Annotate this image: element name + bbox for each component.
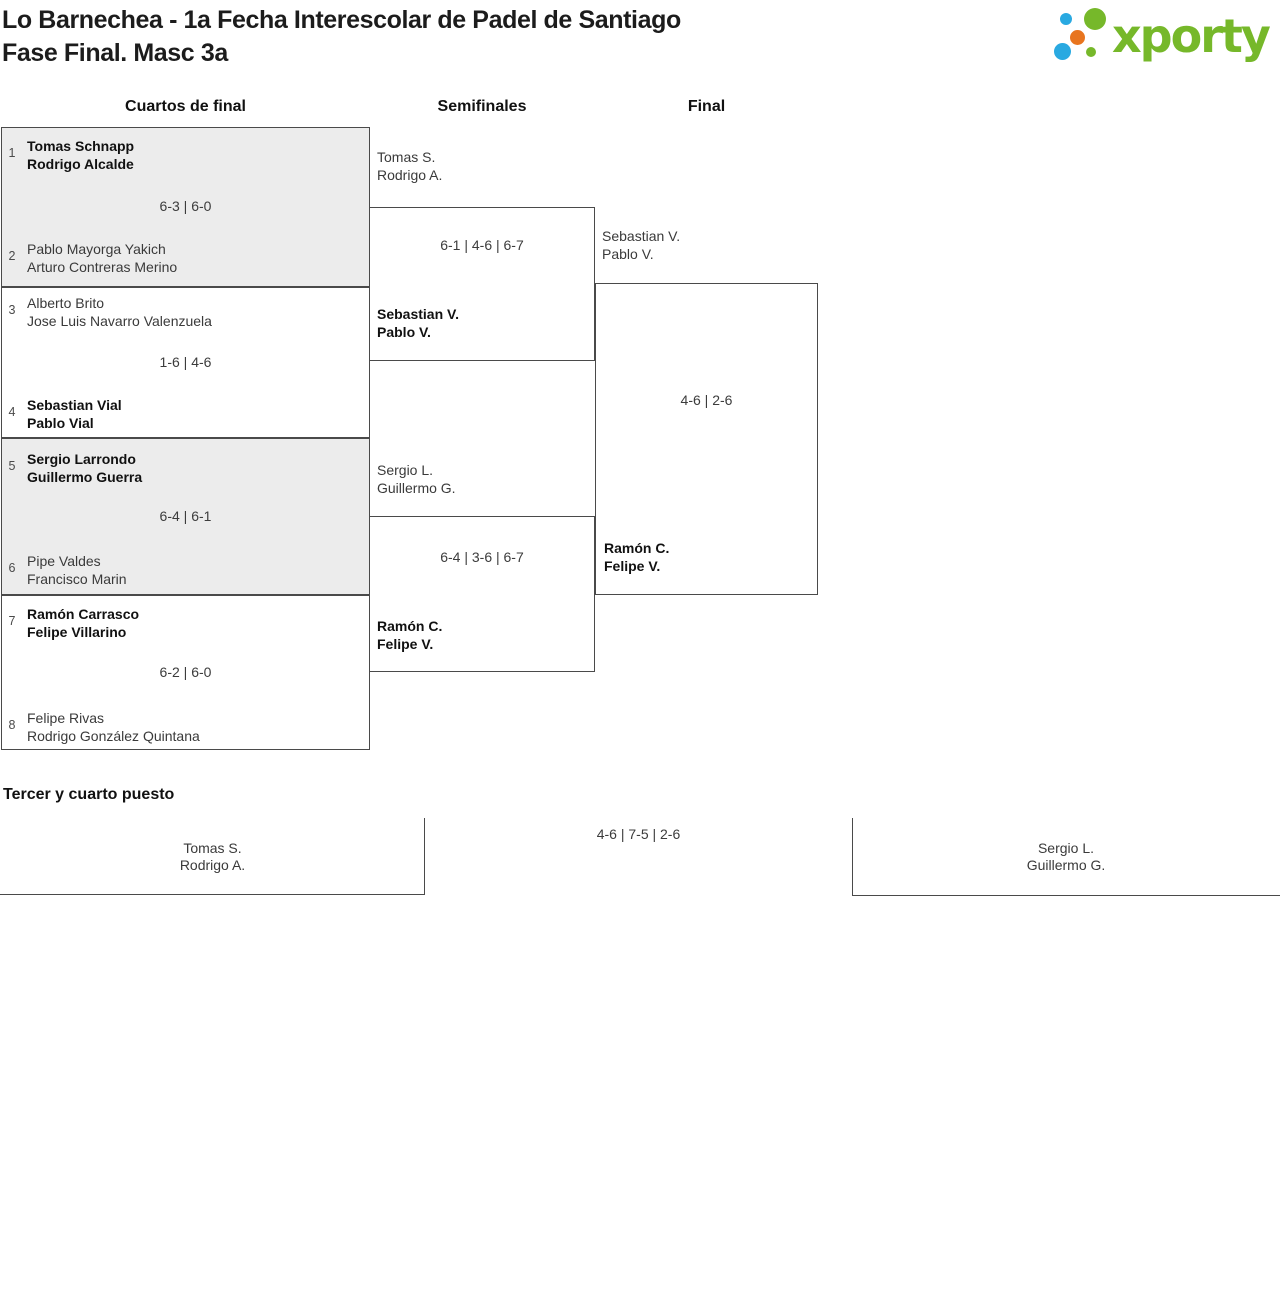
third-place-heading: Tercer y cuarto puesto — [3, 786, 175, 803]
team-name: Alberto Brito Jose Luis Navarro Valenzue… — [27, 294, 212, 330]
player-name: Pablo Vial — [27, 415, 94, 431]
player-name: Rodrigo Alcalde — [27, 156, 134, 172]
team-name: Sebastian Vial Pablo Vial — [27, 396, 122, 432]
player-name: Guillermo Guerra — [27, 469, 143, 485]
player-name: Pablo V. — [377, 324, 431, 340]
match-score: 6-4 | 3-6 | 6-7 — [440, 549, 524, 565]
player-name: Guillermo G. — [1026, 857, 1106, 873]
sf-match-box-2 — [369, 516, 595, 672]
player-name: Ramón C. — [377, 618, 443, 634]
player-name: Pablo Mayorga Yakich — [27, 241, 166, 257]
match-score: 4-6 | 2-6 — [680, 392, 733, 408]
player-name: Ramón C. — [604, 540, 670, 556]
player-name: Alberto Brito — [27, 295, 105, 311]
third-place-team-right: Sergio L. Guillermo G. — [852, 840, 1280, 874]
seed-number: 4 — [8, 405, 16, 419]
logo-dot-green-small-icon — [1086, 47, 1096, 57]
team-name: Felipe Rivas Rodrigo González Quintana — [27, 709, 200, 745]
seed-number: 2 — [8, 249, 16, 263]
match-score: 6-1 | 4-6 | 6-7 — [440, 237, 524, 253]
seed-number: 6 — [8, 561, 16, 575]
title-line-2: Fase Final. Masc 3a — [2, 39, 228, 67]
seed-number: 5 — [8, 459, 16, 473]
column-header-final: Final — [687, 98, 726, 115]
player-name: Sergio Larrondo — [27, 451, 136, 467]
player-name: Felipe Villarino — [27, 624, 127, 640]
logo-dot-blue-small-icon — [1060, 13, 1072, 25]
player-name: Arturo Contreras Merino — [27, 259, 178, 275]
player-name: Sergio L. — [377, 462, 434, 478]
player-name: Jose Luis Navarro Valenzuela — [27, 313, 212, 329]
team-name: Ramón C. Felipe V. — [377, 617, 442, 653]
player-name: Francisco Marin — [27, 571, 127, 587]
team-name: Pipe Valdes Francisco Marin — [27, 552, 127, 588]
player-name: Felipe V. — [377, 636, 434, 652]
column-header-quarterfinals: Cuartos de final — [125, 98, 246, 115]
team-name: Sebastian V. Pablo V. — [377, 305, 459, 341]
player-name: Guillermo G. — [377, 480, 456, 496]
third-place-team-left: Tomas S. Rodrigo A. — [0, 840, 425, 874]
seed-number: 3 — [8, 303, 16, 317]
team-name: Pablo Mayorga Yakich Arturo Contreras Me… — [27, 240, 177, 276]
team-name: Sergio Larrondo Guillermo Guerra — [27, 450, 142, 486]
qf-match-box-1 — [1, 127, 370, 287]
qf-match-box-4 — [1, 595, 370, 750]
player-name: Rodrigo A. — [377, 167, 443, 183]
column-header-semifinals: Semifinales — [437, 98, 527, 115]
match-score: 6-4 | 6-1 — [159, 508, 212, 524]
seed-number: 7 — [8, 614, 16, 628]
player-name: Sergio L. — [1037, 840, 1095, 856]
player-name: Ramón Carrasco — [27, 606, 140, 622]
team-name: Sergio L. Guillermo G. — [377, 461, 456, 497]
title-line-1: Lo Barnechea - 1a Fecha Interescolar de … — [2, 6, 681, 34]
player-name: Felipe V. — [604, 558, 661, 574]
match-score: 6-2 | 6-0 — [159, 664, 212, 680]
third-place-score: 4-6 | 7-5 | 2-6 — [596, 826, 681, 842]
page-title: Lo Barnechea - 1a Fecha Interescolar de … — [2, 4, 681, 70]
sf-match-box-1 — [369, 207, 595, 361]
team-name: Ramón Carrasco Felipe Villarino — [27, 605, 139, 641]
team-name: Tomas Schnapp Rodrigo Alcalde — [27, 137, 134, 173]
match-score: 6-3 | 6-0 — [159, 198, 212, 214]
logo-wordmark: xporty — [1112, 9, 1271, 63]
finalist-team-name: Sebastian V. Pablo V. — [602, 227, 680, 263]
player-name: Tomas Schnapp — [27, 138, 135, 154]
logo-dot-green-large-icon — [1084, 8, 1106, 30]
third-place-right-box — [852, 818, 1280, 896]
player-name: Sebastian V. — [377, 306, 459, 322]
player-name: Tomas S. — [377, 149, 436, 165]
player-name: Felipe Rivas — [27, 710, 105, 726]
final-match-box — [595, 283, 818, 595]
logo-dot-orange-icon — [1070, 30, 1085, 45]
seed-number: 8 — [8, 718, 16, 732]
player-name: Rodrigo A. — [179, 857, 246, 873]
match-score: 1-6 | 4-6 — [159, 354, 212, 370]
player-name: Tomas S. — [183, 840, 242, 856]
player-name: Pipe Valdes — [27, 553, 101, 569]
champion-team-name: Ramón C. Felipe V. — [604, 539, 669, 575]
team-name: Tomas S. Rodrigo A. — [377, 148, 442, 184]
player-name: Pablo V. — [602, 246, 654, 262]
third-place-left-box — [0, 818, 425, 895]
seed-number: 1 — [8, 146, 16, 160]
player-name: Sebastian Vial — [27, 397, 122, 413]
qf-match-box-2 — [1, 287, 370, 438]
player-name: Rodrigo González Quintana — [27, 728, 200, 744]
logo-dot-blue-large-icon — [1054, 43, 1071, 60]
player-name: Sebastian V. — [602, 228, 681, 244]
qf-match-box-3 — [1, 438, 370, 595]
